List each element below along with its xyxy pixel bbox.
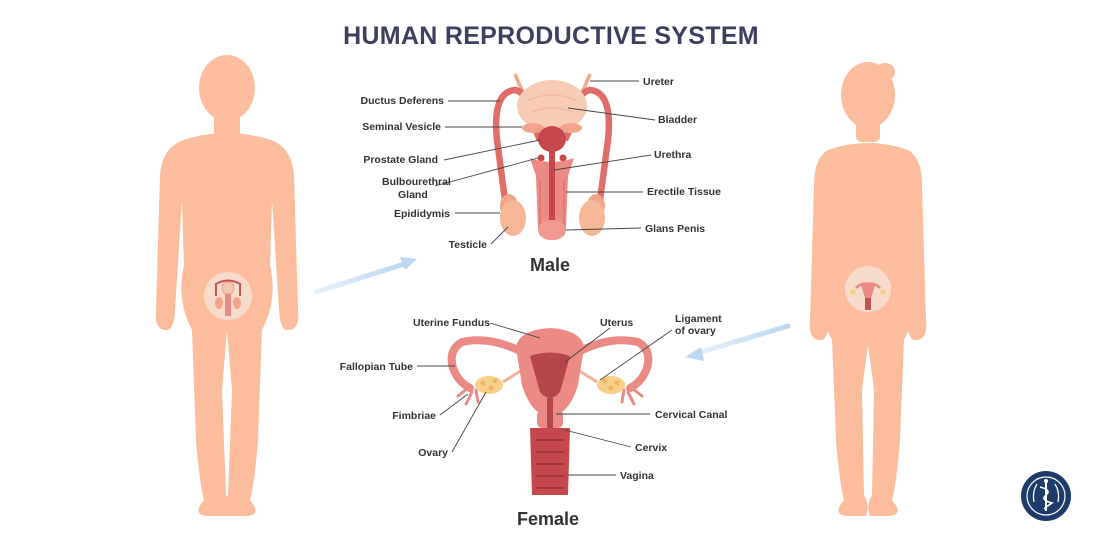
label-seminal-vesicle: Seminal Vesicle <box>362 121 441 133</box>
medical-caduceus-icon <box>1021 471 1071 521</box>
label-glans-penis: Glans Penis <box>645 223 705 235</box>
male-silhouette <box>155 55 299 516</box>
arrow-to-male <box>313 257 417 295</box>
label-ovary: Ovary <box>418 447 448 459</box>
label-cervical-canal: Cervical Canal <box>655 409 727 421</box>
male-heading: Male <box>530 255 570 275</box>
label-erectile-tissue: Erectile Tissue <box>647 186 721 198</box>
page-title: HUMAN REPRODUCTIVE SYSTEM <box>343 22 759 50</box>
label-urethra: Urethra <box>654 149 692 161</box>
female-silhouette <box>809 62 927 516</box>
label-bladder: Bladder <box>658 114 697 126</box>
male-labels: Ductus Deferens Seminal Vesicle Prostate… <box>361 76 722 251</box>
label-ligament-of-ovary-line1: Ligament <box>675 313 722 325</box>
label-cervix: Cervix <box>635 442 667 454</box>
label-bulbourethral-gland-line1: Bulbourethral <box>382 176 451 188</box>
female-labels: Uterine Fundus Uterus Ligament of ovary … <box>340 313 728 482</box>
label-bulbourethral-gland-line2: Gland <box>398 189 428 201</box>
male-organ-diagram <box>492 73 613 240</box>
label-uterine-fundus: Uterine Fundus <box>413 317 490 329</box>
male-leader-lines <box>434 80 656 245</box>
female-organ-diagram <box>447 328 653 495</box>
male-organ-mini-icon <box>215 279 241 316</box>
label-ureter: Ureter <box>643 76 674 88</box>
label-ductus-deferens: Ductus Deferens <box>361 95 445 107</box>
label-ligament-of-ovary-line2: of ovary <box>675 325 716 337</box>
label-uterus: Uterus <box>600 317 633 329</box>
label-epididymis: Epididymis <box>394 208 450 220</box>
female-organ-mini-icon <box>850 282 886 310</box>
female-heading: Female <box>517 509 579 529</box>
label-fallopian-tube: Fallopian Tube <box>340 361 413 373</box>
arrow-to-female <box>685 323 791 361</box>
label-prostate-gland: Prostate Gland <box>363 154 438 166</box>
label-testicle: Testicle <box>449 239 487 251</box>
female-leader-lines <box>417 322 673 476</box>
label-vagina: Vagina <box>620 470 654 482</box>
label-fimbriae: Fimbriae <box>392 410 436 422</box>
